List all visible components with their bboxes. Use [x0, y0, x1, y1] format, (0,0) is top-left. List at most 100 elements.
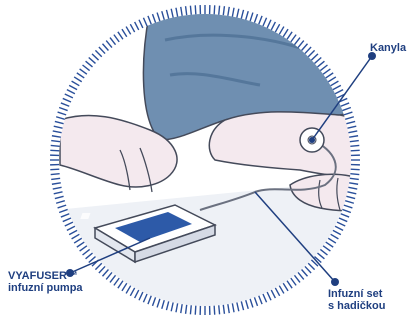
dial-tick: [72, 81, 80, 86]
dial-tick: [237, 302, 239, 311]
dial-tick: [350, 174, 359, 175]
dial-tick: [311, 54, 318, 60]
dial-tick: [279, 286, 284, 294]
dial-tick: [69, 230, 77, 234]
dial-tick: [328, 238, 336, 243]
dial-tick: [65, 222, 73, 226]
dial-tick: [214, 306, 215, 315]
dial-tick: [186, 305, 187, 314]
dial-tick: [326, 242, 333, 247]
dial-tick: [65, 94, 73, 98]
dial-tick: [342, 209, 350, 212]
dial-tick: [302, 44, 308, 51]
dial-tick: [237, 9, 239, 18]
dial-tick: [162, 300, 165, 309]
dial-tick: [339, 218, 347, 222]
dial-tick: [74, 77, 82, 82]
dial-tick: [214, 5, 215, 14]
dial-tick: [72, 234, 80, 239]
dial-tick: [153, 14, 156, 22]
dial-tick: [176, 303, 178, 312]
dial-tick: [148, 16, 151, 24]
dial-tick: [250, 13, 253, 22]
dial-tick: [190, 305, 191, 314]
dial-tick: [308, 263, 314, 269]
dial-tick: [195, 306, 196, 315]
dial-tick: [176, 8, 178, 17]
dial-tick: [122, 29, 127, 37]
dial-tick: [347, 126, 356, 128]
dial-tick: [166, 10, 168, 19]
dial-tick: [69, 85, 77, 89]
dial-tick: [54, 126, 63, 128]
dial-tick: [344, 205, 353, 208]
dial-tick: [317, 253, 324, 259]
dial-tick: [53, 131, 62, 133]
dial-tick: [342, 108, 350, 111]
dial-tick: [241, 301, 243, 310]
dial-tick: [298, 272, 304, 279]
dial-tick: [63, 218, 71, 222]
dial-tick: [181, 7, 182, 16]
leader-dot-cannula-start: [309, 137, 315, 143]
dial-tick: [130, 24, 134, 32]
dial-tick: [291, 278, 296, 285]
label-pump-line1: VYAFUSER™: [8, 270, 83, 282]
dial-tick: [77, 242, 84, 247]
dial-tick: [61, 214, 69, 217]
dial-tick: [171, 9, 173, 18]
dial-tick: [279, 27, 284, 35]
dial-tick: [331, 234, 339, 239]
dial-tick: [298, 41, 304, 48]
dial-tick: [228, 7, 229, 16]
dial-tick: [55, 121, 64, 123]
dial-tick: [320, 249, 327, 255]
dial-tick: [328, 77, 336, 82]
dial-tick: [55, 196, 64, 198]
dial-tick: [114, 35, 119, 42]
dial-tick: [287, 281, 292, 288]
dial-tick: [50, 169, 59, 170]
label-cannula-text: Kanyla: [370, 42, 406, 54]
dial-tick: [77, 73, 84, 78]
dial-tick: [351, 169, 360, 170]
dial-tick: [275, 288, 279, 296]
dial-tick: [219, 305, 220, 314]
dial-tick: [302, 270, 308, 277]
dial-tick: [86, 61, 93, 67]
dial-tick: [263, 18, 267, 26]
dial-tick: [51, 145, 60, 146]
dial-tick: [350, 178, 359, 179]
dial-tick: [263, 294, 267, 302]
dial-tick: [341, 103, 349, 106]
leader-dot-set: [331, 278, 339, 286]
dial-tick: [254, 297, 257, 305]
dial-tick: [241, 10, 243, 19]
dial-tick: [335, 90, 343, 94]
dial-tick: [219, 6, 220, 15]
dial-tick: [320, 65, 327, 71]
dial-tick: [232, 303, 234, 312]
dial-tick: [103, 270, 109, 277]
dial-tick: [351, 150, 360, 151]
dial-tick: [347, 192, 356, 194]
dial-tick: [56, 201, 65, 204]
dial-tick: [283, 29, 288, 37]
dial-tick: [139, 292, 143, 300]
dial-tick: [106, 41, 112, 48]
dial-tick: [99, 47, 105, 54]
dial-tick: [51, 141, 60, 142]
dial-tick: [349, 136, 358, 137]
dial-tick: [348, 131, 357, 133]
dial-tick: [333, 85, 341, 89]
dial-tick: [103, 44, 109, 51]
dial-tick: [181, 304, 182, 313]
dial-tick: [166, 301, 168, 310]
dial-tick: [59, 209, 67, 212]
dial-tick: [271, 22, 275, 30]
dial-tick: [135, 22, 139, 30]
dial-tick: [126, 286, 131, 294]
dial-tick: [308, 50, 314, 56]
label-set-line2: s hadičkou: [328, 300, 385, 312]
